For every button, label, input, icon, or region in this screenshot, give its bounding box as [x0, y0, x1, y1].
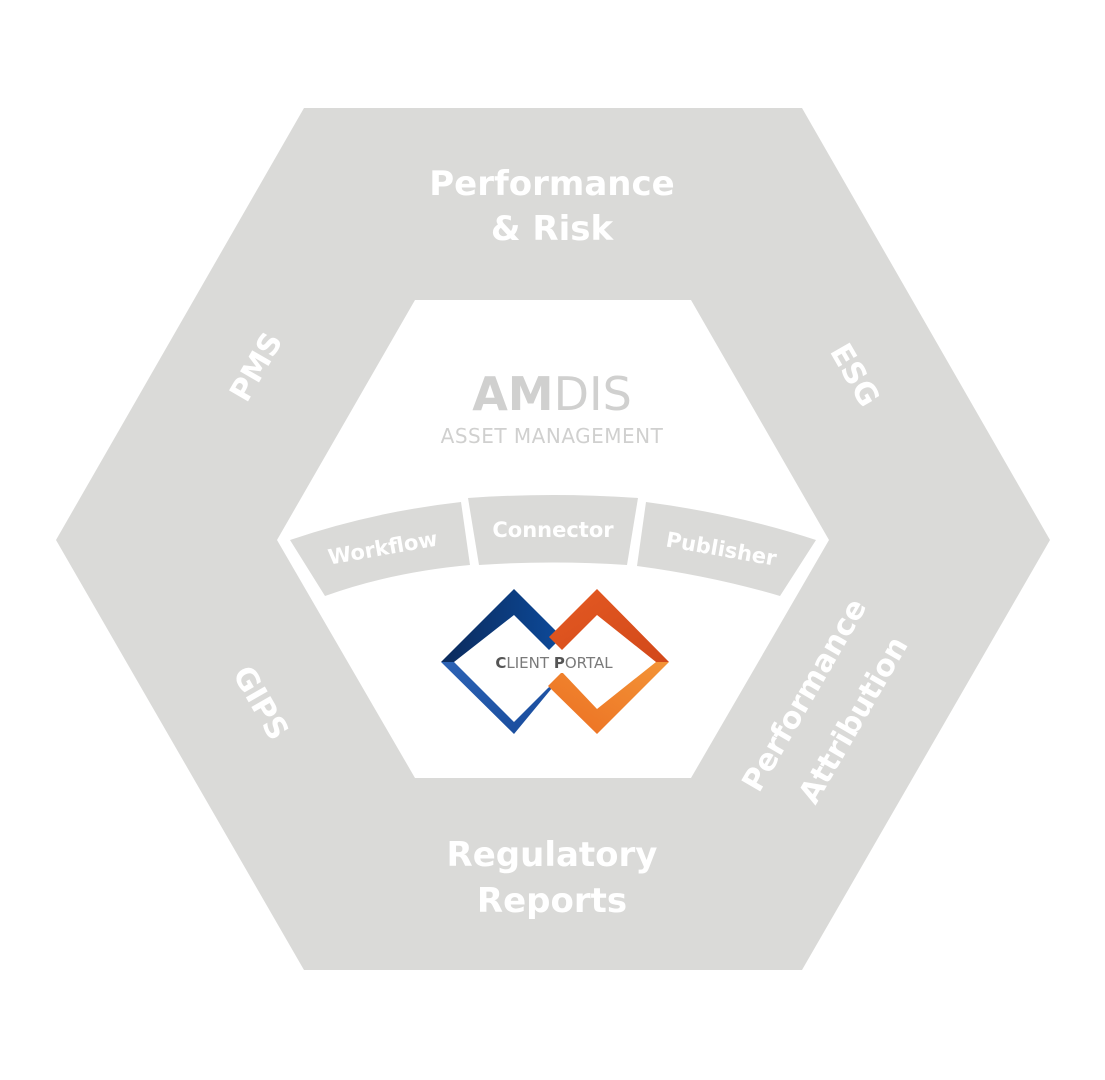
module-publisher-shape: [637, 502, 816, 596]
segment-top-line2: & Risk: [491, 209, 615, 249]
outer-hexagon: [56, 108, 1050, 970]
portal-letter-p: P: [554, 654, 565, 672]
segment-top-line1: Performance: [429, 164, 674, 204]
module-connector-label: Connector: [492, 518, 614, 542]
portal-frame-orange: [549, 589, 669, 662]
portal-frame-dark-blue: [441, 589, 562, 662]
brand-bold: AM: [472, 367, 553, 421]
module-workflow-shape: [290, 502, 470, 596]
portal-frame-blue: [441, 662, 562, 734]
portal-text-ortal: ORTAL: [565, 654, 613, 672]
portal-label: CLIENT PORTAL: [495, 654, 613, 672]
brand-subtitle: ASSET MANAGEMENT: [441, 424, 664, 448]
brand-logo: AMDIS: [472, 367, 632, 421]
module-connector-shape: [468, 495, 638, 565]
portal-label-bg: [472, 651, 634, 673]
segment-bottom-line2: Reports: [477, 881, 627, 921]
client-portal-logo: CLIENT PORTAL: [441, 589, 669, 734]
portal-letter-c: C: [495, 654, 506, 672]
portal-frame-orange-light: [548, 662, 669, 734]
portal-text-lient: LIENT: [506, 654, 553, 672]
brand-light: DIS: [554, 367, 632, 421]
segment-bottom-line1: Regulatory: [447, 835, 658, 875]
